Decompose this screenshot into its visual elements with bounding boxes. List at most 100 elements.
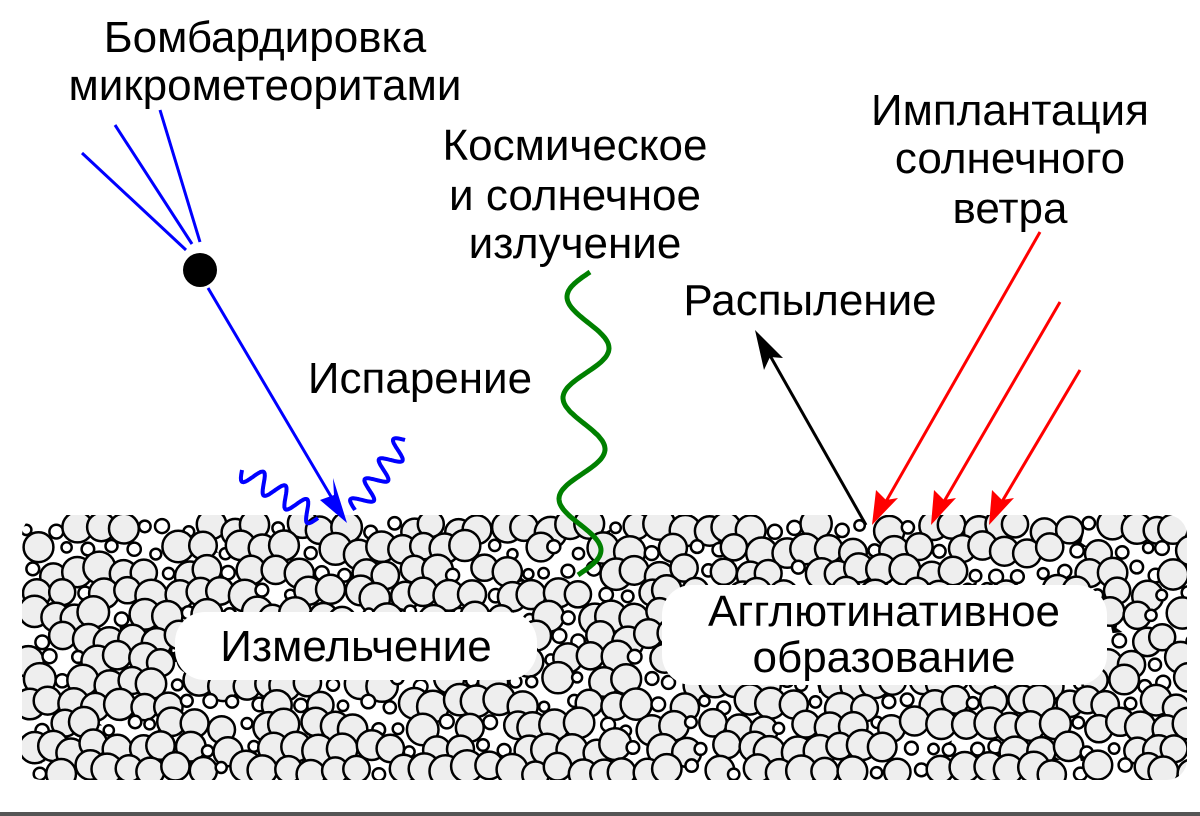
small-regolith-grain [336,699,350,713]
micrometeorite-trail-lines [80,109,202,252]
regolith-grain [541,660,575,695]
regolith-grain [145,730,176,762]
small-regolith-grain [643,544,660,562]
small-regolith-grain [1123,696,1138,711]
small-regolith-grain [965,695,981,711]
small-regolith-grain [382,699,398,715]
vaporization-label: Испарение [308,354,532,403]
small-regolith-grain [482,714,499,731]
regolith-grain [314,573,347,606]
small-regolith-grain [697,694,711,708]
small-regolith-grain [1114,544,1130,560]
micrometeorite-arrowhead [320,478,347,523]
regolith-grain [342,754,371,780]
small-regolith-grain [537,566,551,580]
regolith-grain [1081,749,1114,780]
small-regolith-grain [571,546,586,561]
small-regolith-grain [127,714,143,730]
small-regolith-grain [546,538,562,555]
small-regolith-grain [790,559,806,575]
small-regolith-grain [551,627,568,645]
regolith-grain [575,640,606,671]
regolith-grain [836,755,869,780]
small-regolith-grain [560,610,576,626]
bombardment-label-line1: Бомбардировка [104,13,427,62]
small-regolith-grain [475,737,491,753]
regolith-grain [712,729,742,760]
regolith-grain [246,754,279,780]
radiation-label-line2: и солнечное [449,171,701,220]
small-regolith-grain [1185,633,1187,650]
small-regolith-grain [881,694,897,710]
regolith-grain [101,639,133,671]
sputtering-label: Распыление [683,276,936,325]
small-regolith-grain [1071,715,1086,730]
small-regolith-grain [1009,568,1026,585]
small-regolith-grain [161,566,176,581]
regolith-grain [1054,515,1085,545]
regolith-grain [1034,532,1065,562]
small-regolith-grain [34,634,51,651]
small-regolith-grain [137,519,152,534]
small-regolith-grain [1069,542,1085,559]
small-regolith-grain [609,521,623,535]
regolith-grain [32,685,63,716]
regolith-grain [1171,706,1187,741]
small-regolith-grain [32,766,48,780]
small-regolith-grain [60,541,73,554]
small-regolith-grain [899,692,915,708]
regolith-grain [47,577,77,607]
small-regolith-grain [126,541,143,558]
small-regolith-grain [293,697,309,714]
small-regolith-grain [102,724,116,737]
small-regolith-grain [25,561,41,577]
vapor-wave-right [348,436,406,512]
small-regolith-grain [149,547,163,561]
small-regolith-grain [689,539,705,555]
small-regolith-grain [360,693,377,710]
small-regolith-grain [834,522,850,539]
solar-wind-arrowheads [872,490,1014,525]
regolith-layer [22,515,1187,780]
implantation-label-line1: Имплантация [871,86,1149,135]
small-regolith-grain [1155,588,1169,602]
small-regolith-grain [325,677,341,692]
regolith-grain [1052,730,1085,763]
micrometeorite-particle [183,253,217,287]
small-regolith-grain [625,739,641,756]
small-regolith-grain [1141,541,1155,555]
small-regolith-grain [968,568,983,583]
regolith-grain [1157,515,1187,546]
regolith-grain [1165,596,1187,630]
regolith-grain [135,756,166,780]
small-regolith-grain [766,523,784,541]
regolith-grain [44,757,78,780]
regolith-grain [563,579,593,609]
small-regolith-grain [941,742,957,758]
small-regolith-grain [570,671,584,684]
small-regolith-grain [1144,608,1158,623]
small-regolith-grain [660,674,677,691]
small-regolith-grain [41,647,58,665]
regolith-grain [882,757,912,780]
regolith-grain [810,756,840,780]
small-regolith-grain [560,563,576,579]
regolith-grain [606,757,637,780]
regolith-grain [160,751,191,780]
sputtering-line [766,351,868,526]
regolith-grain [898,705,931,737]
regolith-grain [1176,758,1187,780]
small-regolith-grain [524,674,539,689]
small-regolith-grain [1036,566,1050,581]
small-regolith-grain [1111,632,1128,649]
comminution-label-box [175,612,537,680]
small-regolith-grain [927,742,940,756]
regolith-grain [1156,558,1187,591]
micrometeorite-impact-line [206,287,338,506]
small-regolith-grain [869,765,884,780]
small-regolith-grain [387,515,403,531]
small-regolith-grain [808,694,823,709]
small-regolith-grain [1153,540,1171,557]
small-regolith-grain [113,611,130,628]
